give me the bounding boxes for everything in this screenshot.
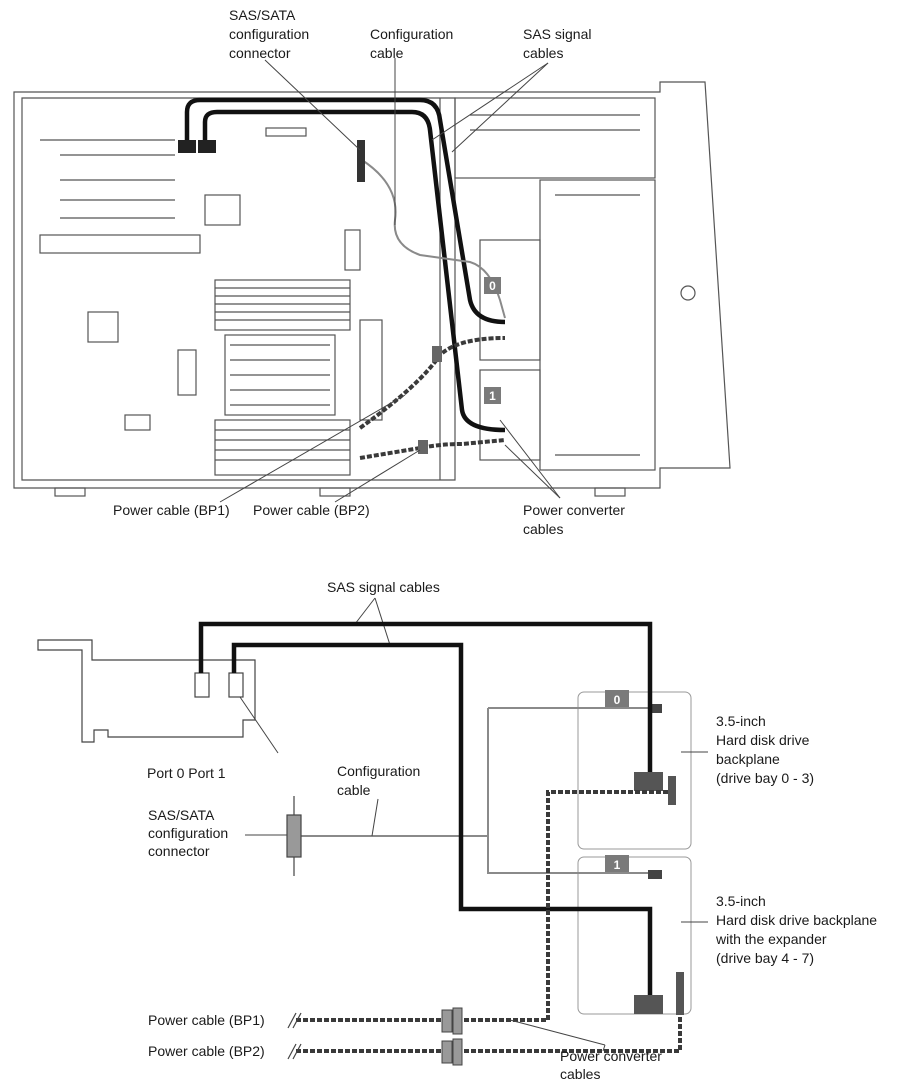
- top-label-power-cable-bp2: Power cable (BP2): [253, 502, 370, 518]
- raid-adapter-card: [37, 639, 256, 743]
- bottom-label-power-cable-bp1: Power cable (BP1): [148, 1012, 265, 1028]
- power-converter-connectors: [441, 1007, 463, 1066]
- port-leader-line: [239, 696, 279, 754]
- power-cable-hash-marks: [287, 1012, 302, 1060]
- svg-text:1: 1: [489, 389, 496, 403]
- top-label-power-cable-bp1: Power cable (BP1): [113, 502, 230, 518]
- backplane-0-outline: [577, 691, 692, 850]
- bottom-label-backplane-0: 3.5-inch Hard disk drive backplane (driv…: [716, 713, 814, 786]
- top-leader-lines: [219, 58, 561, 503]
- port-0-connector: [194, 672, 210, 698]
- svg-text:0: 0: [614, 693, 621, 707]
- config-cable-backplane-connectors: [648, 704, 662, 879]
- top-configuration-cable: [361, 159, 506, 319]
- svg-text:0: 0: [489, 279, 496, 293]
- bottom-configuration-cable: [300, 707, 650, 874]
- bottom-label-power-converter-cables: Power converter cables: [560, 1048, 666, 1082]
- bottom-label-sas-signal-cables: SAS signal cables: [327, 579, 440, 595]
- power-converter-leader-lines: [509, 1019, 606, 1052]
- bottom-badge-1: 1: [605, 855, 629, 873]
- top-label-power-converter-cables: Power converter cables: [523, 502, 629, 537]
- server-chassis-illustration: [13, 81, 731, 497]
- bottom-label-power-cable-bp2: Power cable (BP2): [148, 1043, 265, 1059]
- sas-backplane-connectors: [634, 772, 663, 1014]
- top-sas-connectors: [178, 140, 216, 153]
- bottom-sas-signal-cables: [198, 621, 653, 997]
- port-1-connector: [228, 672, 244, 698]
- bottom-badge-0: 0: [605, 690, 629, 708]
- top-config-connector: [357, 140, 365, 182]
- top-label-sas-sata-connector: SAS/SATA configuration connector: [229, 7, 313, 61]
- bottom-label-backplane-1: 3.5-inch Hard disk drive backplane with …: [715, 893, 881, 966]
- top-bay-badge-0: 0: [484, 277, 501, 294]
- top-bay-badge-1: 1: [484, 387, 501, 404]
- bottom-label-ports: Port 0 Port 1: [147, 765, 226, 781]
- sas-sata-configuration-connector: [286, 796, 302, 876]
- bottom-power-cables: [296, 790, 682, 1053]
- top-label-sas-signal-cables: SAS signal cables: [523, 26, 595, 61]
- bottom-label-configuration-cable: Configuration cable: [337, 763, 424, 798]
- backplane-power-connectors: [668, 776, 684, 1015]
- top-sas-signal-cables: [184, 97, 506, 433]
- top-label-configuration-cable: Configuration cable: [370, 26, 457, 61]
- svg-text:1: 1: [614, 858, 621, 872]
- top-power-connectors: [418, 346, 442, 454]
- bottom-label-sas-sata-connector: SAS/SATA configuration connector: [148, 807, 232, 859]
- bottom-sas-leader-lines: [354, 597, 391, 646]
- config-cable-leader-line: [371, 798, 379, 837]
- backplane-1-outline: [577, 856, 692, 1015]
